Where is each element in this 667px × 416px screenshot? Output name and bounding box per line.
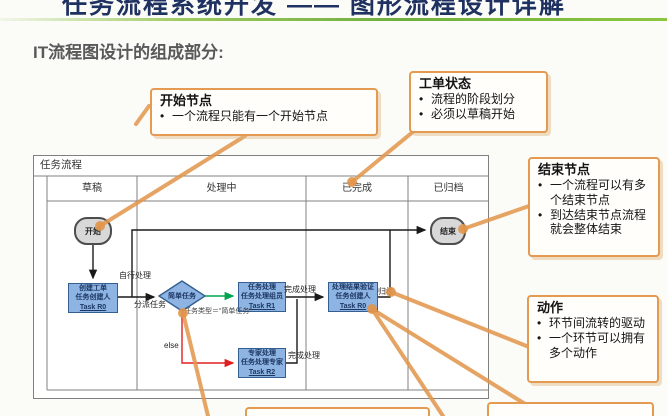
edge-label-done1: 完成处理 [284,285,316,294]
callout-title: 动作 [537,300,564,315]
title-divider [0,18,667,21]
task-role: Task R1 [248,302,276,310]
task-line: 任务处理组员 [241,293,283,301]
start-node: 开始 [74,217,112,245]
pool-title: 任务流程 [40,159,82,171]
bullet-icon: • [538,207,543,222]
flowchart-pool: 任务流程 草稿 处理中 已完成 已归档 开始 结束 创建工单 任务创建人 Tas… [33,155,489,400]
callout-action: 动作 • 环节间流转的驱动 • 一个环节可以拥有多个动作 [527,295,659,383]
flow-edges [88,225,427,364]
task-role: Task R2 [248,368,276,376]
callout-bullet: • 环节间流转的驱动 [537,316,649,331]
edge-label-archive: 归档 [378,287,394,296]
bullet-icon: • [537,316,542,331]
task-role: Task R0 [79,303,107,311]
task-line: 专家处理 [248,350,276,358]
bullet-icon: • [419,106,424,121]
lane-header-processing: 处理中 [206,183,237,194]
task-line: 任务处理 [248,284,276,292]
task-line: 任务创建人 [335,293,371,301]
callout-bullet: • 一个流程只能有一个开始节点 [160,109,368,124]
callout-title: 开始节点 [160,93,213,108]
callout-end-node: 结束节点 • 一个流程可以有多个结束节点 • 到达结束节点流程就会整体结束 [528,157,660,257]
callout-title: 工单状态 [419,76,472,91]
task-expert: 专家处理 任务处理专家 Task R2 [238,348,286,378]
lane-header-completed: 已完成 [342,183,372,194]
callout-bullet: • 一个环节可以拥有多个动作 [537,331,649,360]
callout-bullet: • 一个流程可以有多个结束节点 [538,178,650,207]
callout-title: 结束节点 [538,162,591,177]
callout-ticket-status: 工单状态 • 流程的阶段划分 • 必须以草稿开始 [409,71,548,133]
task-role: Task R0 [339,302,367,310]
callout-cutoff-right [487,402,654,416]
task-verify: 处理结果验证 任务创建人 Task R0 [328,282,378,312]
edge-label-dispatch: 分派任务 [134,300,166,309]
callout-start-node: 开始节点 • 一个流程只能有一个开始节点 [150,88,378,136]
section-heading: IT流程图设计的组成部分: [33,43,224,62]
task-line: 处理结果验证 [332,284,374,292]
task-line: 任务创建人 [75,294,111,302]
bullet-text: 到达结束节点流程就会整体结束 [550,207,647,237]
end-node-label: 结束 [440,226,456,236]
task-line: 创建工单 [79,285,107,293]
bullet-text: 一个流程只能有一个开始节点 [172,109,329,124]
bullet-text: 环节间流转的驱动 [549,316,646,331]
end-node: 结束 [430,217,466,245]
edge-label-condition: 任务类型＝“简单任务” [184,308,252,315]
lane-header-draft: 草稿 [82,183,102,194]
bullet-icon: • [419,92,424,107]
lane-header-archived: 已归档 [433,183,464,194]
edge-label-self: 自行处理 [119,271,151,280]
decision-label: 简单任务 [168,293,196,300]
bullet-text: 流程的阶段划分 [431,92,516,107]
edge-label-else: else [164,341,179,350]
bullet-icon: • [538,178,543,193]
edge-label-done2: 完成处理 [288,351,320,360]
callout-bullet: • 到达结束节点流程就会整体结束 [538,208,650,237]
start-node-label: 开始 [85,226,101,236]
bullet-icon: • [537,330,542,345]
callout-cutoff-left [245,407,430,416]
task-create-ticket: 创建工单 任务创建人 Task R0 [68,283,118,313]
task-line: 任务处理专家 [241,359,283,367]
bullet-icon: • [160,109,165,124]
bullet-text: 一个流程可以有多个结束节点 [550,178,647,207]
bullet-text: 一个环节可以拥有多个动作 [549,330,646,360]
page-title: 任务流程系统开发 —— 图形流程设计详解 [62,0,566,19]
callout-bullet: • 必须以草稿开始 [419,107,538,122]
bullet-text: 必须以草稿开始 [431,106,516,121]
callout-bullet: • 流程的阶段划分 [419,92,538,107]
task-handle: 任务处理 任务处理组员 Task R1 [238,282,286,312]
